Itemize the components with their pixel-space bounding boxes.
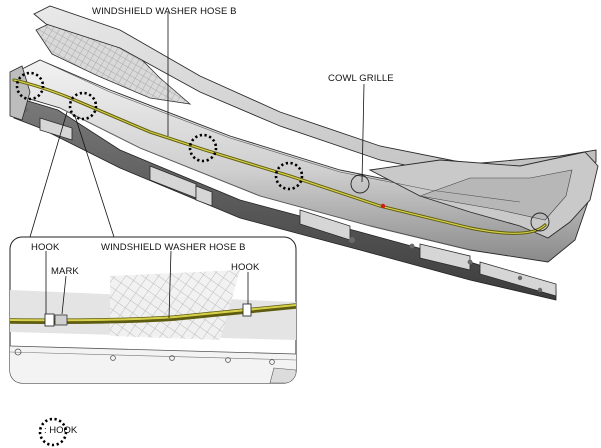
label-washer-hose-b: WINDSHIELD WASHER HOSE B <box>92 6 237 17</box>
hook-marker-2 <box>68 91 98 121</box>
label-inset-hook-right: HOOK <box>231 262 260 273</box>
washer-hose-main <box>12 78 547 235</box>
cowl-grille-clips <box>350 174 550 232</box>
label-inset-mark: MARK <box>51 266 79 277</box>
inset-detail <box>9 236 297 384</box>
hook-markers <box>15 71 304 191</box>
hook-marker-4 <box>274 161 304 191</box>
leader-lines <box>29 12 365 238</box>
label-inset-hook-left: HOOK <box>31 242 60 253</box>
dotted-circle-icon <box>38 417 68 447</box>
legend-label: : HOOK <box>44 425 78 436</box>
cowl-grille-body <box>9 5 599 301</box>
mark-dot <box>380 203 386 209</box>
label-cowl-grille: COWL GRILLE <box>328 73 394 84</box>
hook-marker-1 <box>15 71 45 101</box>
hook-marker-3 <box>188 133 218 163</box>
label-inset-washer-hose-b: WINDSHIELD WASHER HOSE B <box>101 242 246 253</box>
